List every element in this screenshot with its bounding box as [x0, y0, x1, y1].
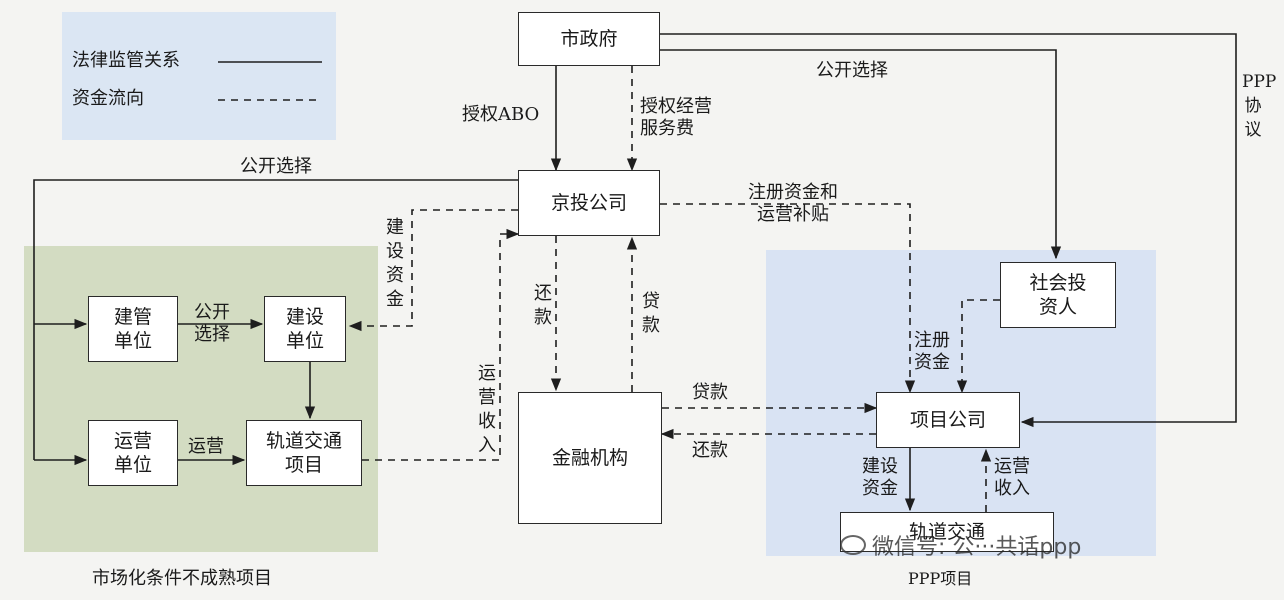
- label-ppp-agreement: PPP协议: [1242, 72, 1277, 140]
- construction-unit: 建设 单位: [264, 296, 346, 362]
- label-operate: 运营: [188, 436, 224, 457]
- construction-management-unit: 建管 单位: [88, 296, 178, 362]
- arrow-jingtou-to-jianshe: [348, 209, 518, 332]
- label-public-select-top: 公开选择: [816, 60, 888, 81]
- legend-legal-label: 法律监管关系: [72, 50, 180, 71]
- legend-panel: [62, 12, 336, 140]
- line-jingtou-public-select: [33, 179, 518, 460]
- arrow-jingtou-to-project: [660, 203, 916, 394]
- label-construction-fund-right: 建设 资金: [862, 456, 898, 499]
- right-region-title: PPP项目: [908, 569, 973, 588]
- label-public-select-inner: 公开 选择: [194, 302, 230, 345]
- rail-transit-project-left: 轨道交通 项目: [246, 420, 362, 486]
- watermark: 微信号: 公···共话ppp: [840, 530, 1081, 560]
- label-auth-abo: 授权ABO: [462, 104, 540, 125]
- label-repay-mid: 还款: [534, 283, 552, 328]
- label-reg-capital-subsidy: 注册资金和 运营补贴: [748, 182, 838, 225]
- label-auth-fee: 授权经营 服务费: [640, 96, 712, 139]
- label-ops-income-right: 运营 收入: [994, 456, 1030, 499]
- operation-unit: 运营 单位: [88, 420, 178, 486]
- watermark-text: 微信号: 公···共话ppp: [872, 535, 1082, 560]
- label-loan-right: 贷款: [692, 382, 728, 403]
- arrow-investor-to-project: [956, 299, 1000, 394]
- label-ops-income-left: 运营收入: [478, 363, 496, 456]
- label-construction-fund-left: 建设资金: [386, 217, 404, 310]
- arrow-rail-to-jingtou: [362, 228, 520, 461]
- left-region-title: 市场化条件不成熟项目: [92, 568, 272, 589]
- label-reg-capital: 注册 资金: [914, 330, 950, 373]
- arrow-gov-to-project: [660, 33, 1237, 428]
- social-investor-node: 社会投 资人: [1000, 262, 1116, 328]
- label-loan-mid: 贷款: [642, 291, 660, 336]
- label-repay-right: 还款: [692, 440, 728, 461]
- legend-fund-label: 资金流向: [72, 88, 144, 109]
- wechat-icon: [840, 535, 866, 555]
- city-government-node: 市政府: [518, 12, 660, 66]
- label-public-select-left: 公开选择: [240, 156, 312, 177]
- rail-transit-project-right: 轨道交通: [840, 512, 1054, 552]
- financial-institution-node: 金融机构: [518, 392, 662, 524]
- jingtou-company-node: 京投公司: [518, 170, 660, 236]
- project-company-node: 项目公司: [876, 392, 1020, 448]
- arrow-gov-to-investor: [660, 49, 1062, 260]
